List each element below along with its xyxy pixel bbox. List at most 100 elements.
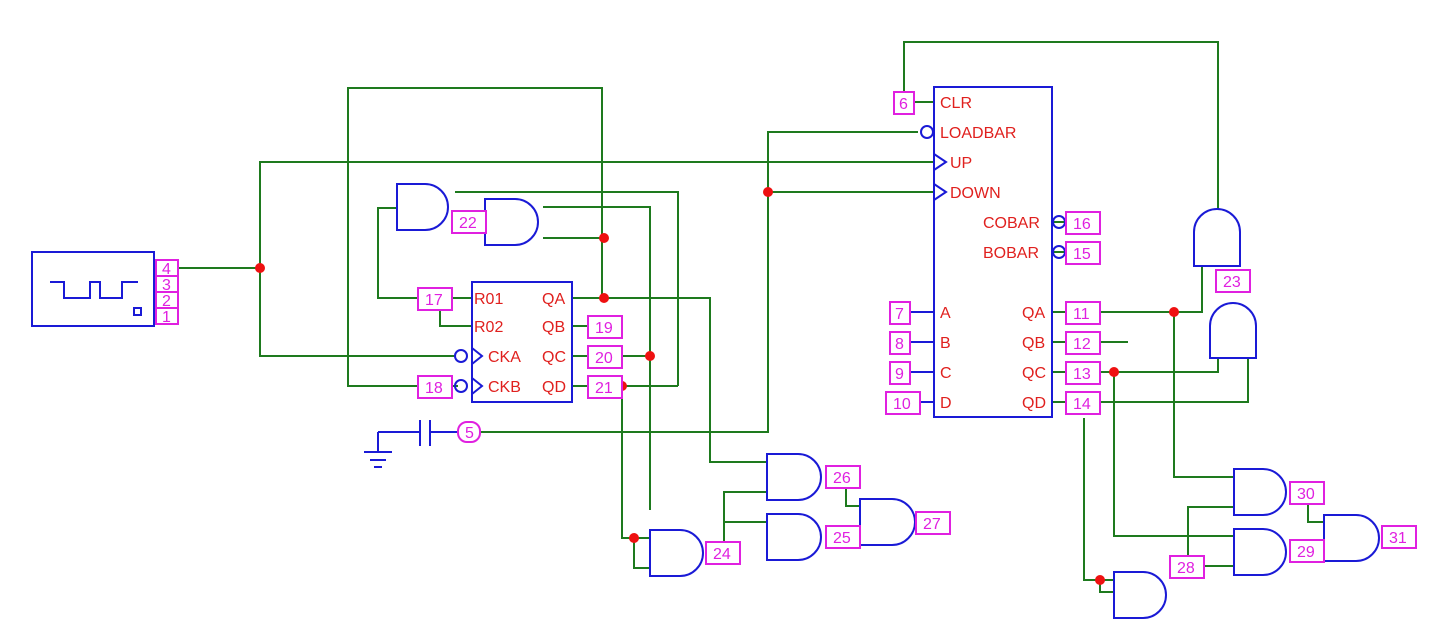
label-r02: R02 <box>474 319 503 336</box>
label-up: UP <box>950 155 972 172</box>
and-gate-31 <box>1323 514 1380 562</box>
pin-number-qb-7490: 19 <box>595 320 613 337</box>
pin-number-cobar: 16 <box>1073 216 1091 233</box>
wire-g28-g30 <box>1187 506 1234 566</box>
gate-label-27: 27 <box>923 516 941 533</box>
clock-triangle-icon <box>471 377 484 395</box>
label-clr: CLR <box>940 95 972 112</box>
pin-number-bobar: 15 <box>1073 246 1091 263</box>
junction-dot <box>645 351 655 361</box>
junction-dot <box>599 293 609 303</box>
label-qd-74193: QD <box>1022 395 1046 412</box>
clock-triangle-icon <box>933 153 948 171</box>
and-gate-23 <box>1193 208 1241 267</box>
pin-numbers: 4 3 2 1 5 17 18 19 20 21 6 16 15 7 8 9 <box>155 91 1417 579</box>
wire-qa-g30 <box>1173 312 1234 478</box>
ground-icon <box>364 451 392 468</box>
and-gate-27 <box>859 498 916 546</box>
label-bobar: BOBAR <box>983 245 1039 262</box>
and-gate-24 <box>649 529 704 577</box>
pin-number-qc-7490: 20 <box>595 350 613 367</box>
junction-dot <box>599 233 609 243</box>
pin-number-d: 10 <box>893 396 911 413</box>
capacitor <box>364 420 458 468</box>
wire-clock-up <box>259 161 934 268</box>
junction-dot <box>1109 367 1119 377</box>
clock-triangle-icon <box>933 183 948 201</box>
and-gate-25 <box>766 513 822 561</box>
gate-label-25: 25 <box>833 530 851 547</box>
pin-number-clock-1: 1 <box>162 309 171 326</box>
pin-number-qd-74193: 14 <box>1073 396 1091 413</box>
junction-dot <box>255 263 265 273</box>
pin-number-clr: 6 <box>899 96 908 113</box>
label-qb-74193: QB <box>1022 335 1045 352</box>
gate-label-31: 31 <box>1389 530 1407 547</box>
junction-dot <box>629 533 639 543</box>
label-ckb: CKB <box>488 379 521 396</box>
counter-7490 <box>454 281 573 403</box>
clock-triangle-icon <box>471 347 484 365</box>
label-c: C <box>940 365 952 382</box>
wire-qc-g29 <box>1113 372 1234 537</box>
and-gate-30 <box>1233 468 1287 516</box>
label-qa-7490: QA <box>542 291 565 308</box>
label-cobar: COBAR <box>983 215 1040 232</box>
pin-number-ckb: 18 <box>425 380 443 397</box>
wire-qa-g23 <box>1100 266 1203 313</box>
wire-g22b-in <box>543 206 651 510</box>
wire-clr-feedback <box>903 41 1219 210</box>
wire-r02 <box>439 310 472 327</box>
gate-label-28: 28 <box>1177 560 1195 577</box>
pin-number-b: 8 <box>895 336 904 353</box>
label-loadbar: LOADBAR <box>940 125 1016 142</box>
gate-label-29: 29 <box>1297 544 1315 561</box>
wire-clock-cka <box>259 268 455 357</box>
label-cka: CKA <box>488 349 521 366</box>
pin-number-clock-2: 2 <box>162 293 171 310</box>
wire-qd-g23b <box>1100 358 1249 403</box>
and-gate-23b <box>1209 302 1257 359</box>
wire-g22-in <box>455 191 679 386</box>
wire-load <box>480 131 918 433</box>
counter-74193 <box>910 86 1066 418</box>
wire-qd-to-g24 <box>621 386 650 539</box>
wire-qd-g28 <box>1083 418 1114 581</box>
and-gate-29 <box>1233 528 1287 576</box>
pin-number-r01: 17 <box>425 292 443 309</box>
label-qa-74193: QA <box>1022 305 1045 322</box>
pin-labels: R01 R02 CKA CKB QA QB QC QD CLR LOADBAR … <box>474 95 1046 412</box>
and-gates <box>396 183 1380 619</box>
pin-number-qd-7490: 21 <box>595 380 613 397</box>
pin-number-qc-74193: 13 <box>1073 366 1091 383</box>
and-gate-26 <box>766 453 822 501</box>
gate-label-22: 22 <box>459 215 477 232</box>
wire-qa-7490 <box>572 297 767 463</box>
wire-qc-g23b <box>1100 358 1219 373</box>
junction-dot <box>763 187 773 197</box>
label-qd-7490: QD <box>542 379 566 396</box>
label-qc-7490: QC <box>542 349 566 366</box>
and-gate-28 <box>1113 571 1167 619</box>
pin-number-clock-3: 3 <box>162 277 171 294</box>
pin-number-clock-4: 4 <box>162 261 171 278</box>
and-gate-22 <box>484 198 539 246</box>
label-d: D <box>940 395 952 412</box>
gate-label-24: 24 <box>713 546 731 563</box>
wire-ckb-loop <box>347 87 603 387</box>
pin-number-qa-74193: 11 <box>1073 306 1090 323</box>
gate-label-30: 30 <box>1297 486 1315 503</box>
and-gate-a <box>396 183 449 231</box>
label-qc-74193: QC <box>1022 365 1046 382</box>
pin-number-qb-74193: 12 <box>1073 336 1091 353</box>
junction-dot <box>1095 575 1105 585</box>
label-b: B <box>940 335 951 352</box>
pin-number-capacitor: 5 <box>465 425 474 442</box>
junction-dot <box>1169 307 1179 317</box>
wire-g24-loop <box>633 538 650 569</box>
gate-label-26: 26 <box>833 470 851 487</box>
wire-r01 <box>377 207 418 299</box>
label-r01: R01 <box>474 291 503 308</box>
pin-number-a: 7 <box>895 306 904 323</box>
